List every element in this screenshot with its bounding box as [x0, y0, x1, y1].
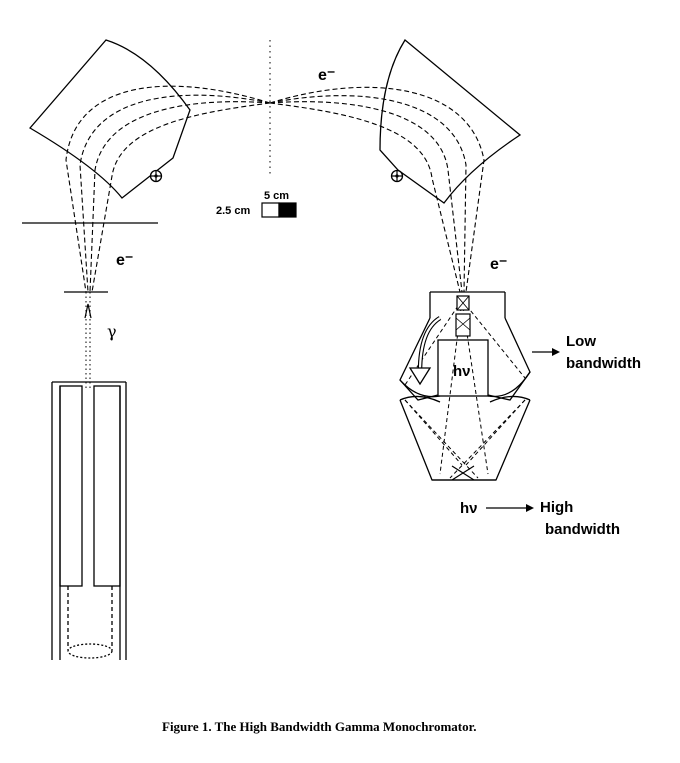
hv-inner-label: hν — [453, 363, 471, 380]
gamma-arrow — [84, 303, 92, 319]
right-field-marker — [390, 169, 404, 183]
crystal-target — [455, 295, 471, 337]
electron-label-left: e⁻ — [116, 252, 133, 269]
high-bandwidth-label-1: High — [540, 499, 573, 516]
rotation-arrow-inner — [418, 317, 441, 373]
hv-bottom-label: hν — [460, 500, 478, 517]
low-bandwidth-label-1: Low — [566, 333, 596, 350]
low-bandwidth-label-2: bandwidth — [566, 355, 641, 372]
figure-caption: Figure 1. The High Bandwidth Gamma Monoc… — [162, 719, 476, 734]
electron-label-right: e⁻ — [490, 256, 507, 273]
monochromator-body — [399, 291, 531, 481]
bottom-crossover — [451, 465, 475, 481]
left-field-marker — [149, 169, 163, 183]
collimator-tube — [51, 381, 127, 660]
left-bending-magnet — [28, 39, 191, 199]
electron-label-top: e⁻ — [318, 67, 335, 84]
right-bending-magnet — [379, 39, 522, 204]
scale-2-5cm-label: 2.5 cm — [216, 205, 250, 217]
electron-trajectories — [65, 85, 485, 293]
scale-bar — [261, 202, 297, 218]
high-bandwidth-label-2: bandwidth — [545, 521, 620, 538]
scale-5cm-label: 5 cm — [264, 190, 289, 202]
gamma-label: γ — [107, 322, 117, 341]
low-bandwidth-arrowhead — [552, 348, 560, 356]
high-bandwidth-arrowhead — [526, 504, 534, 512]
rotation-arrow-head — [408, 367, 432, 386]
